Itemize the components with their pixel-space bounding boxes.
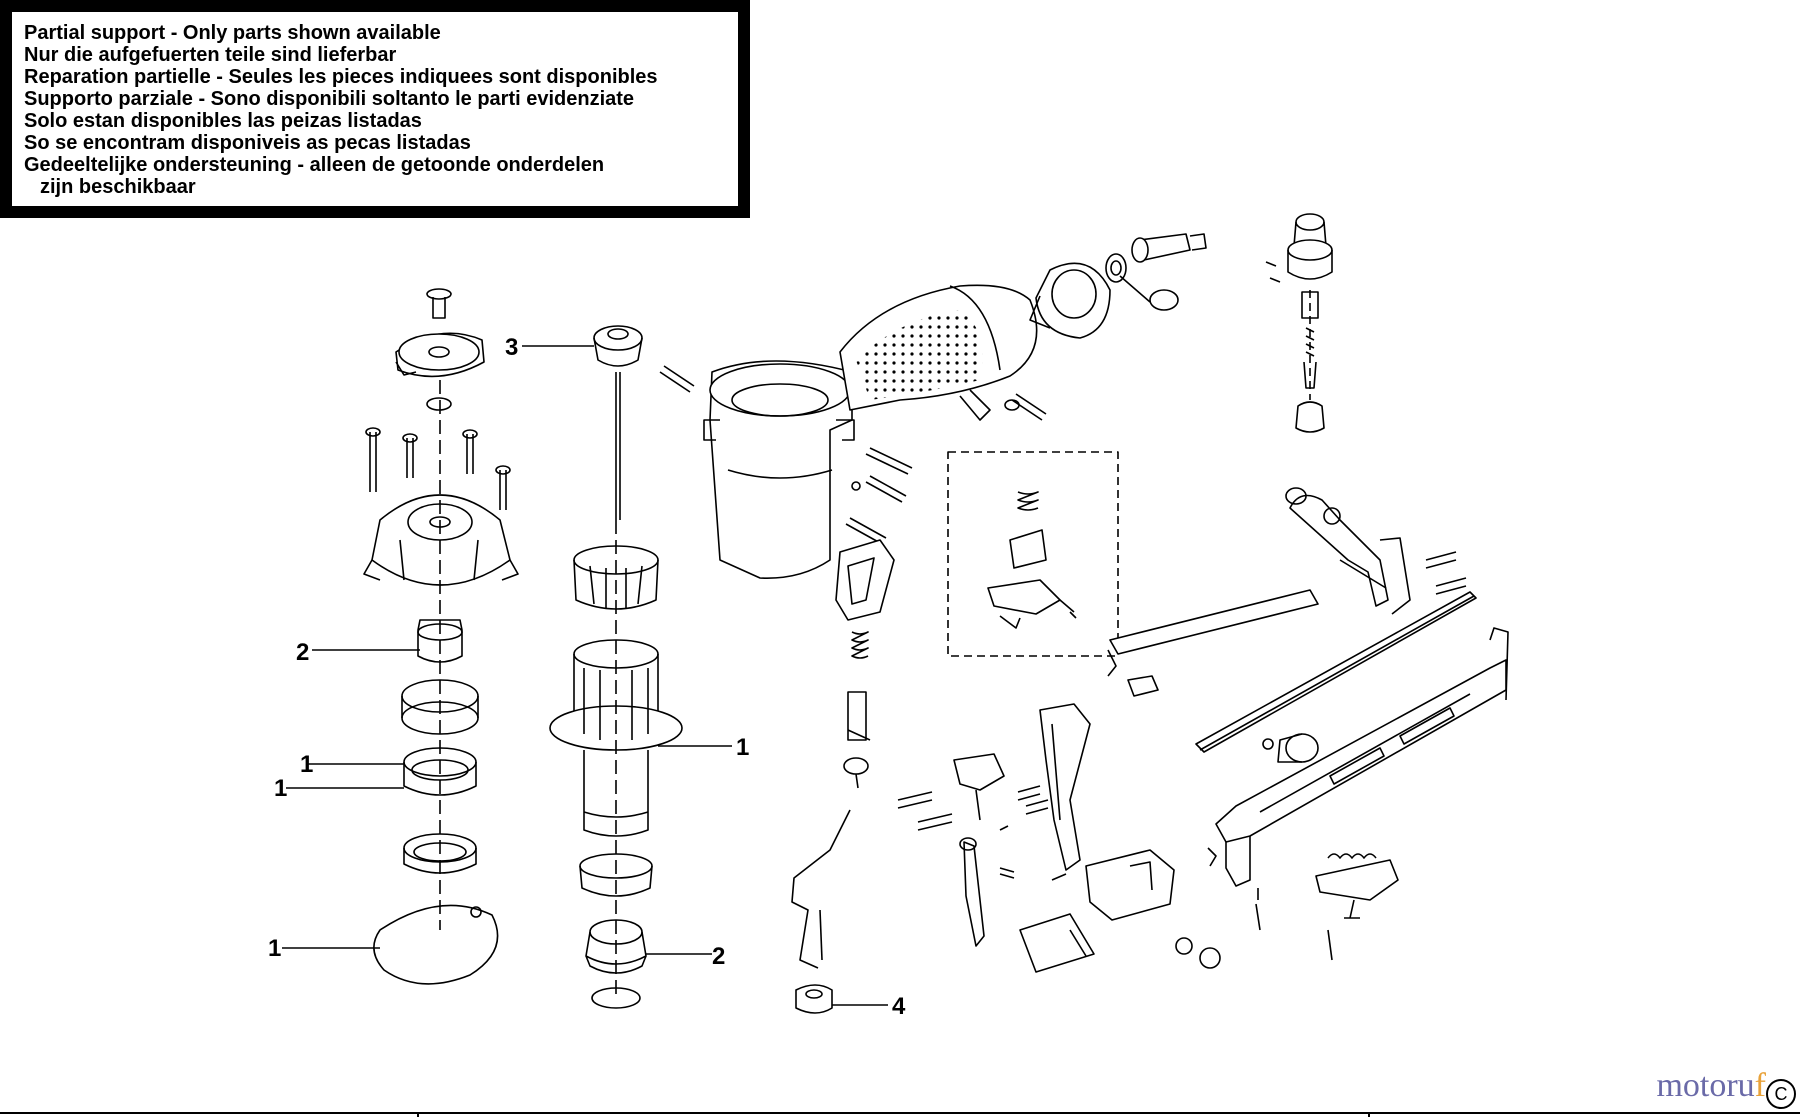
contact-bolts-part bbox=[897, 791, 953, 831]
side-spring-part bbox=[1315, 853, 1399, 961]
piston-guide-part bbox=[573, 545, 659, 610]
pins-part bbox=[845, 447, 913, 545]
callout-3: 3 bbox=[505, 334, 518, 361]
tool-housing-part bbox=[703, 360, 855, 579]
inset-trigger-assembly bbox=[987, 491, 1077, 629]
handle-grip-part bbox=[839, 284, 1038, 421]
stop-clip-part bbox=[795, 984, 833, 1014]
watermark-logo: motoruf bbox=[1656, 1067, 1766, 1105]
air-fitting-part bbox=[1105, 233, 1207, 283]
notice-line-es: Solo estan disponibles las peizas listad… bbox=[24, 110, 422, 132]
nose-bolt-part bbox=[1255, 888, 1261, 931]
housing-bolts-part bbox=[659, 365, 1047, 421]
guide-plate-part bbox=[1039, 703, 1091, 871]
top-cover-part bbox=[395, 332, 485, 378]
callout-1-c: 1 bbox=[268, 935, 281, 962]
latch-plate-part bbox=[847, 691, 871, 741]
cap-bolts-part bbox=[365, 427, 511, 510]
magazine-pusher-part bbox=[1107, 589, 1319, 697]
latch-block-part bbox=[835, 539, 895, 621]
callout-2-right: 2 bbox=[712, 943, 725, 970]
exhaust-valve-assembly bbox=[1265, 213, 1333, 433]
dust-cap-part bbox=[1119, 275, 1179, 311]
footer-tick bbox=[417, 1112, 419, 1117]
trigger-valve-part bbox=[593, 325, 643, 520]
copyright-icon: C bbox=[1766, 1079, 1796, 1109]
depth-knob-part bbox=[999, 825, 1221, 969]
parts-notice-box: Partial support - Only parts shown avail… bbox=[0, 0, 750, 218]
callout-1-b: 1 bbox=[274, 775, 287, 802]
small-o-ring-part bbox=[426, 397, 452, 411]
detail-inset-frame bbox=[947, 451, 1119, 657]
gasket-part bbox=[373, 904, 499, 985]
notice-line-de: Nur die aufgefuerten teile sind lieferba… bbox=[24, 44, 397, 66]
notice-line-fr: Reparation partielle - Seules les pieces… bbox=[24, 66, 658, 88]
callout-leader-lines bbox=[282, 345, 888, 1006]
mag-roller-part bbox=[1262, 733, 1319, 763]
callout-4: 4 bbox=[892, 993, 906, 1020]
drive-bolts-part bbox=[1017, 785, 1049, 815]
watermark-main: motoru bbox=[1656, 1067, 1755, 1104]
watermark-accent: f bbox=[1754, 1067, 1766, 1104]
contact-arm-part bbox=[953, 753, 1005, 947]
notice-line-it: Supporto parziale - Sono disponibili sol… bbox=[24, 88, 635, 110]
depth-adjust-part bbox=[1019, 849, 1175, 973]
notice-line-nl-cont: zijn beschikbaar bbox=[40, 176, 196, 198]
notice-line-nl: Gedeeltelijke ondersteuning - alleen de … bbox=[24, 154, 605, 176]
cap-screw-part bbox=[426, 288, 452, 319]
parts-notice-text: Partial support - Only parts shown avail… bbox=[12, 12, 738, 206]
trigger-wire-part bbox=[791, 757, 869, 969]
notice-line-en: Partial support - Only parts shown avail… bbox=[24, 22, 441, 44]
end-cap-part bbox=[1029, 262, 1111, 339]
magazine-rail-part bbox=[1195, 591, 1477, 753]
small-pin-part bbox=[999, 867, 1015, 879]
cylinder-cap-part bbox=[363, 494, 519, 586]
latch-spring-part bbox=[851, 631, 869, 659]
notice-line-pt: So se encontram disponiveis as pecas lis… bbox=[24, 132, 471, 154]
mag-bolts-part bbox=[1425, 551, 1467, 595]
callout-2-left: 2 bbox=[296, 639, 309, 666]
nose-assembly-part bbox=[1207, 627, 1509, 887]
footer-rule bbox=[0, 1112, 1800, 1114]
callout-1-right: 1 bbox=[736, 734, 749, 761]
footer-tick bbox=[1368, 1112, 1370, 1117]
magazine-frame-part bbox=[1285, 487, 1411, 615]
callout-1-a: 1 bbox=[300, 751, 313, 778]
